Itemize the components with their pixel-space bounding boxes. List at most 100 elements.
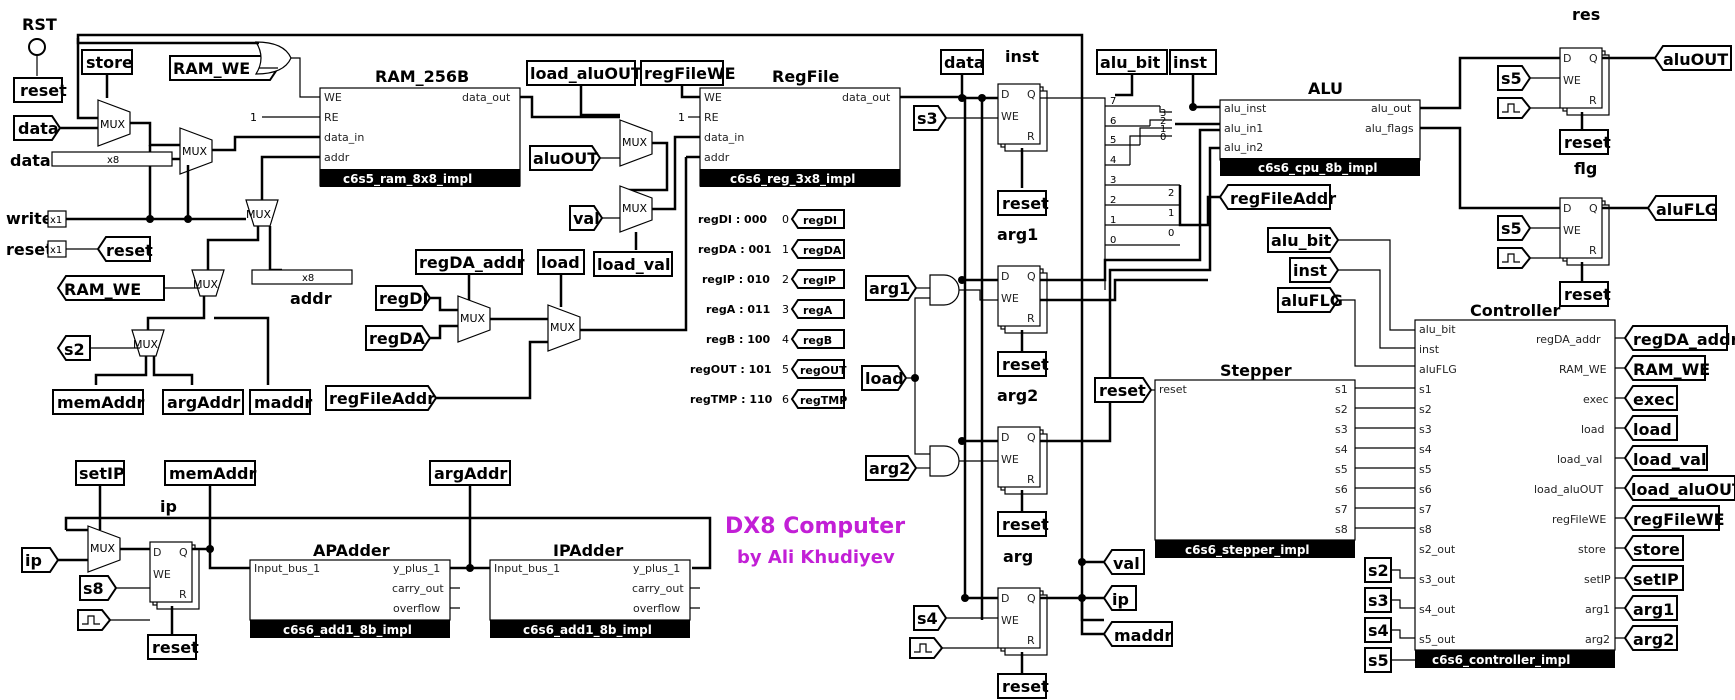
data-label: data: [10, 151, 51, 170]
register-res: D Q WE R: [1559, 47, 1610, 116]
tag-val-left: val: [569, 205, 604, 231]
svg-text:load_val: load_val: [597, 255, 670, 274]
svg-text:data: data: [18, 119, 59, 138]
svg-text:arg1: arg1: [1633, 600, 1674, 619]
svg-text:s3_out: s3_out: [1419, 573, 1456, 586]
svg-text:reset: reset: [20, 81, 67, 100]
clock-ip: [77, 609, 112, 631]
svg-text:x8: x8: [107, 155, 119, 166]
tag-regda-addr: regDA_addr: [415, 249, 525, 275]
svg-text:alu_out: alu_out: [1371, 102, 1412, 115]
svg-text:y_plus_1: y_plus_1: [633, 562, 680, 575]
and-gate-1: [929, 274, 960, 306]
reg-inst-title: inst: [1005, 47, 1039, 66]
svg-text:Q: Q: [1027, 88, 1036, 101]
svg-text:s8: s8: [1419, 523, 1432, 536]
svg-text:RAM_WE: RAM_WE: [173, 59, 250, 78]
tag-argaddr-bottom: argAddr: [429, 460, 511, 486]
reg-flg-title: flg: [1574, 159, 1597, 178]
svg-text:Controller: Controller: [1470, 301, 1560, 320]
ctrl-output-tags: regDA_addr RAM_WE exec load load_val loa…: [1615, 325, 1735, 651]
tag-reset-arg: reset: [997, 673, 1049, 699]
tag-load-mid: load: [861, 365, 908, 391]
svg-text:MUX: MUX: [133, 338, 159, 351]
svg-text:regDA_addr: regDA_addr: [1633, 330, 1735, 349]
svg-text:MUX: MUX: [100, 118, 126, 131]
reg-arg-title: arg: [1003, 547, 1033, 566]
svg-text:carry_out: carry_out: [632, 582, 684, 595]
svg-text:s3: s3: [1419, 423, 1432, 436]
svg-text:RAM_WE: RAM_WE: [1633, 360, 1710, 379]
tag-maddr-right: maddr: [1102, 621, 1173, 647]
svg-text:regDI: regDI: [803, 214, 837, 227]
svg-text:reset: reset: [1002, 677, 1049, 696]
svg-text:MUX: MUX: [182, 145, 208, 158]
svg-text:load: load: [1633, 420, 1672, 439]
svg-text:s2_out: s2_out: [1419, 543, 1456, 556]
svg-text:WE: WE: [1563, 74, 1581, 87]
svg-text:arg1: arg1: [869, 279, 910, 298]
svg-text:Q: Q: [1027, 431, 1036, 444]
tag-alu-bit-top: alu_bit: [1096, 49, 1168, 75]
svg-text:6: 6: [1110, 116, 1116, 127]
tag-maddr-1: maddr: [249, 389, 312, 415]
clock-res: [1497, 97, 1532, 119]
tag-aluout-right: aluOUT: [1653, 45, 1732, 71]
bus-x8-addr: x8: [251, 269, 353, 285]
svg-text:WE: WE: [1563, 224, 1581, 237]
tag-ram-we-top: RAM_WE: [169, 55, 280, 81]
svg-text:D: D: [1001, 592, 1009, 605]
svg-text:c6s6_stepper_impl: c6s6_stepper_impl: [1185, 543, 1310, 558]
tag-regfilewe: regFileWE: [640, 60, 736, 86]
tag-setip: setIP: [75, 460, 125, 486]
svg-text:aluFLG: aluFLG: [1281, 291, 1343, 310]
clock-flg: [1497, 247, 1532, 269]
svg-text:regB : 100: regB : 100: [706, 333, 771, 346]
svg-text:x8: x8: [302, 273, 314, 284]
svg-text:data_in: data_in: [704, 131, 744, 144]
bus-x1-reset: x1: [47, 240, 67, 258]
tag-reset-ip: reset: [147, 634, 199, 660]
svg-text:3: 3: [1160, 108, 1166, 119]
and-gate-2: [929, 445, 960, 477]
svg-text:alu_flags: alu_flags: [1365, 122, 1414, 135]
svg-text:y_plus_1: y_plus_1: [393, 562, 440, 575]
svg-text:D: D: [1563, 52, 1571, 65]
svg-text:R: R: [1027, 473, 1035, 486]
reg-arg2-title: arg2: [997, 386, 1038, 405]
svg-text:1: 1: [1110, 215, 1116, 226]
mux-regaddr: MUX: [547, 304, 581, 352]
mux-regfile-in: MUX: [619, 119, 653, 167]
svg-text:aluFLG: aluFLG: [1419, 363, 1457, 376]
tag-reset-res: reset: [1559, 129, 1611, 155]
tag-s5-flg: s5: [1497, 215, 1532, 241]
regfile: RegFile WE RE data_in addr data_out c6s6…: [699, 67, 901, 187]
svg-text:s2: s2: [1335, 403, 1348, 416]
tag-s5-res: s5: [1497, 65, 1532, 91]
svg-text:regDA : 001: regDA : 001: [698, 243, 771, 256]
mux-2: MUX: [179, 127, 213, 175]
reg-arg1-title: arg1: [997, 225, 1038, 244]
tag-memaddr-bottom: memAddr: [164, 460, 256, 486]
tag-store: store: [81, 49, 133, 75]
tag-regda-left: regDA: [365, 325, 432, 351]
svg-text:maddr: maddr: [1114, 626, 1172, 645]
register-arg2: D Q WE R: [997, 426, 1048, 495]
svg-text:RAM_WE: RAM_WE: [1559, 363, 1607, 376]
svg-text:alu_bit: alu_bit: [1100, 53, 1161, 72]
svg-text:MUX: MUX: [246, 208, 272, 221]
svg-text:alu_bit: alu_bit: [1271, 231, 1332, 250]
tag-data-left: data: [13, 115, 62, 141]
rst-button[interactable]: [28, 38, 46, 56]
tag-aluflg-right: aluFLG: [1646, 195, 1718, 221]
svg-text:reset: reset: [1564, 285, 1611, 304]
svg-text:WE: WE: [1001, 292, 1019, 305]
svg-text:arg1: arg1: [1585, 603, 1610, 616]
svg-text:inst: inst: [1173, 53, 1207, 72]
svg-text:exec: exec: [1583, 393, 1609, 406]
svg-text:data: data: [944, 53, 985, 72]
svg-text:reset: reset: [1564, 133, 1611, 152]
